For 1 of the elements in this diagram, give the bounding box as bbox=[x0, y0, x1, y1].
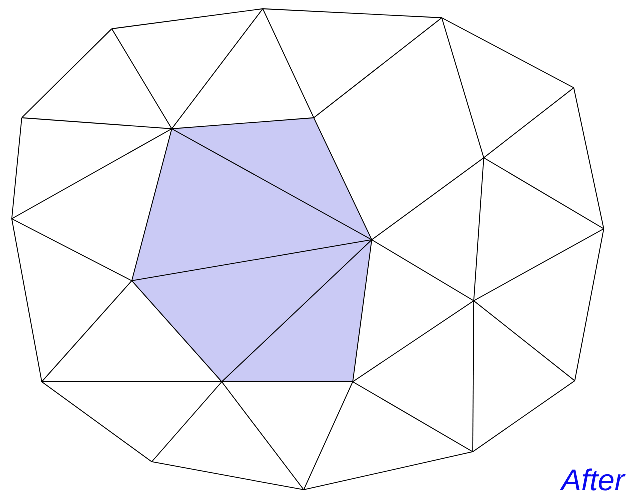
caption-text: After bbox=[560, 468, 626, 491]
